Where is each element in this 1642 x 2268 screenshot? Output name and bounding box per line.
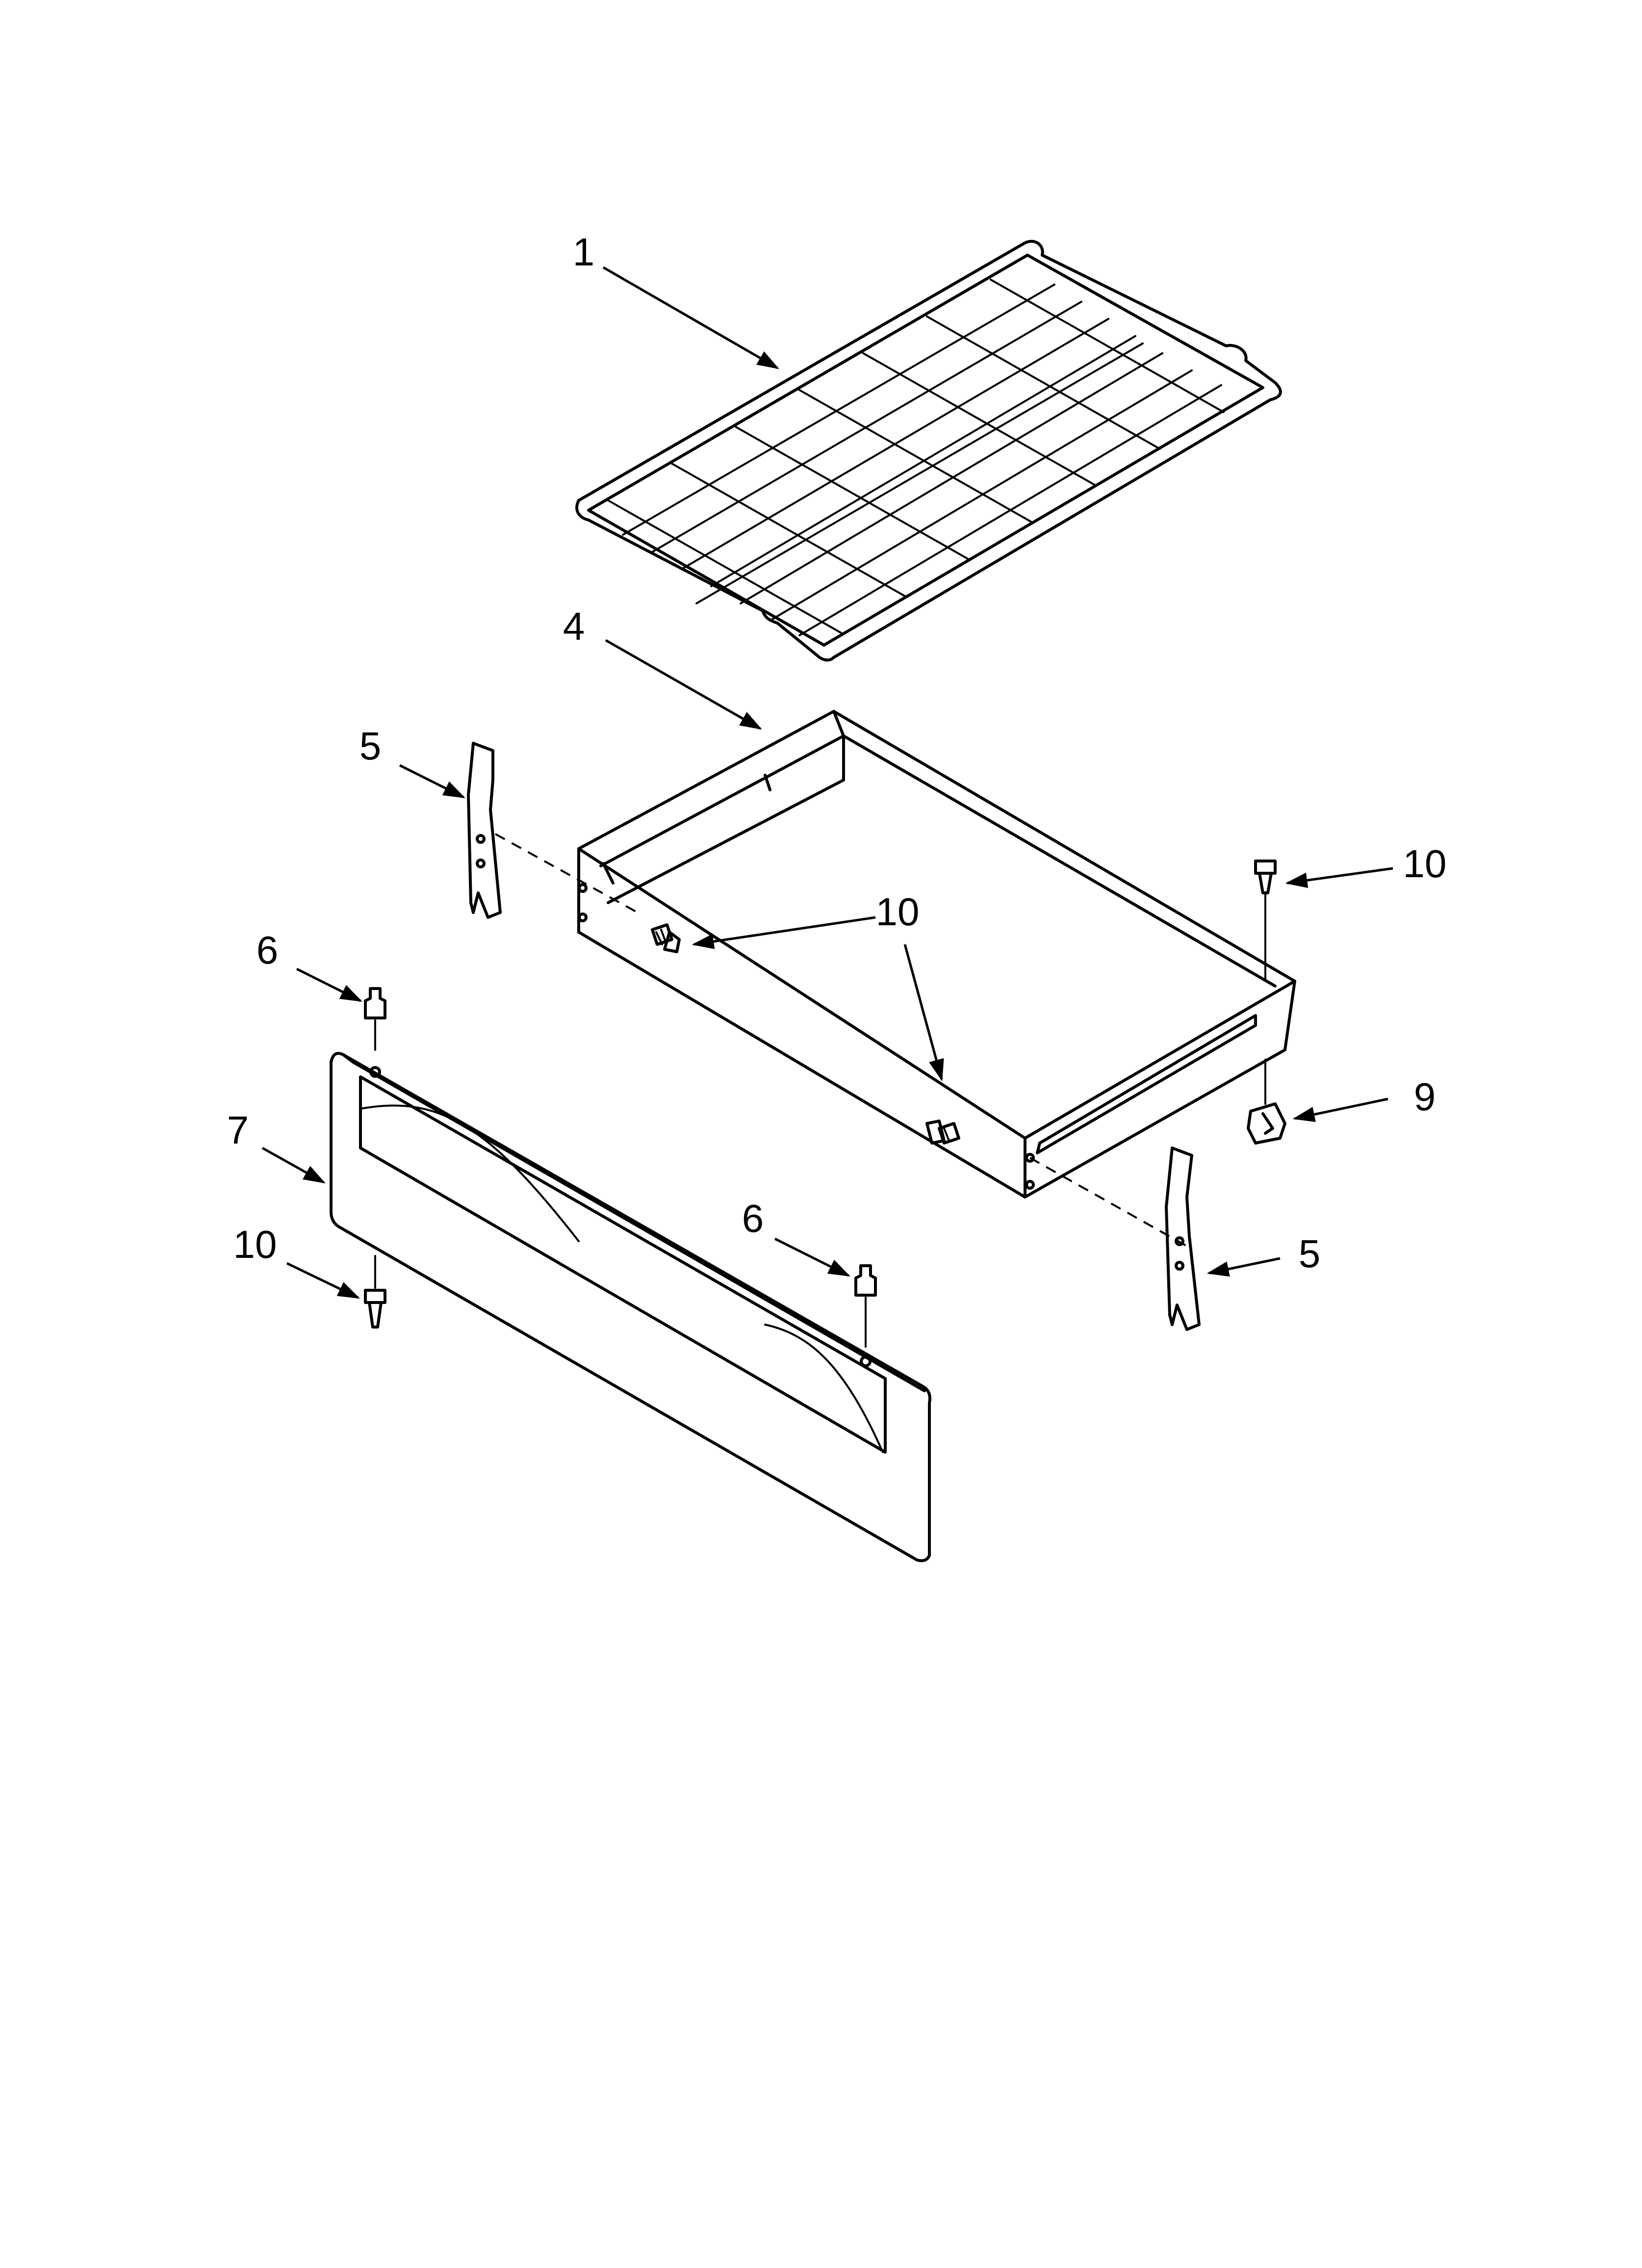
drawer-front-panel	[330, 1052, 931, 1563]
screw-left-tray	[651, 923, 681, 953]
callout-5b: 5	[1299, 1232, 1321, 1276]
leader-4	[605, 639, 762, 730]
drawer-slide-left	[467, 742, 502, 919]
callout-10a: 10	[876, 890, 920, 934]
slide-alignment-line-right	[1029, 1157, 1187, 1247]
leader-6b	[774, 1237, 851, 1277]
callout-6b: 6	[742, 1197, 764, 1240]
callout-7: 7	[227, 1108, 249, 1152]
leader-10a	[692, 916, 876, 949]
leader-5b	[1206, 1257, 1281, 1277]
callout-1: 1	[573, 230, 595, 274]
screw-center-tray	[925, 1120, 960, 1145]
slide-alignment-line-left	[495, 833, 638, 913]
stud-right	[854, 1264, 877, 1348]
screw-front-panel	[364, 1255, 386, 1329]
leader-9	[1292, 1097, 1388, 1122]
callout-10b: 10	[1403, 842, 1447, 886]
rack-grid-lines	[607, 279, 1225, 636]
callout-4: 4	[563, 604, 585, 648]
leader-6a	[296, 967, 363, 1002]
leader-5a	[399, 764, 466, 799]
drawer-clip	[1247, 1059, 1286, 1145]
drawer-tray	[577, 710, 1296, 1199]
callout-6a: 6	[257, 928, 279, 972]
callout-10c: 10	[233, 1223, 277, 1266]
callout-5a: 5	[359, 724, 382, 768]
oven-rack	[575, 239, 1282, 662]
leader-10c	[1285, 867, 1393, 888]
screw-right-tray	[1254, 860, 1277, 980]
leader-1	[602, 266, 779, 369]
leader-10b	[903, 944, 944, 1082]
leader-7	[261, 1147, 326, 1184]
drawer-slide-right	[1165, 1147, 1201, 1331]
stud-left	[364, 987, 386, 1051]
leader-10d	[286, 1262, 360, 1299]
callout-9: 9	[1414, 1075, 1436, 1119]
